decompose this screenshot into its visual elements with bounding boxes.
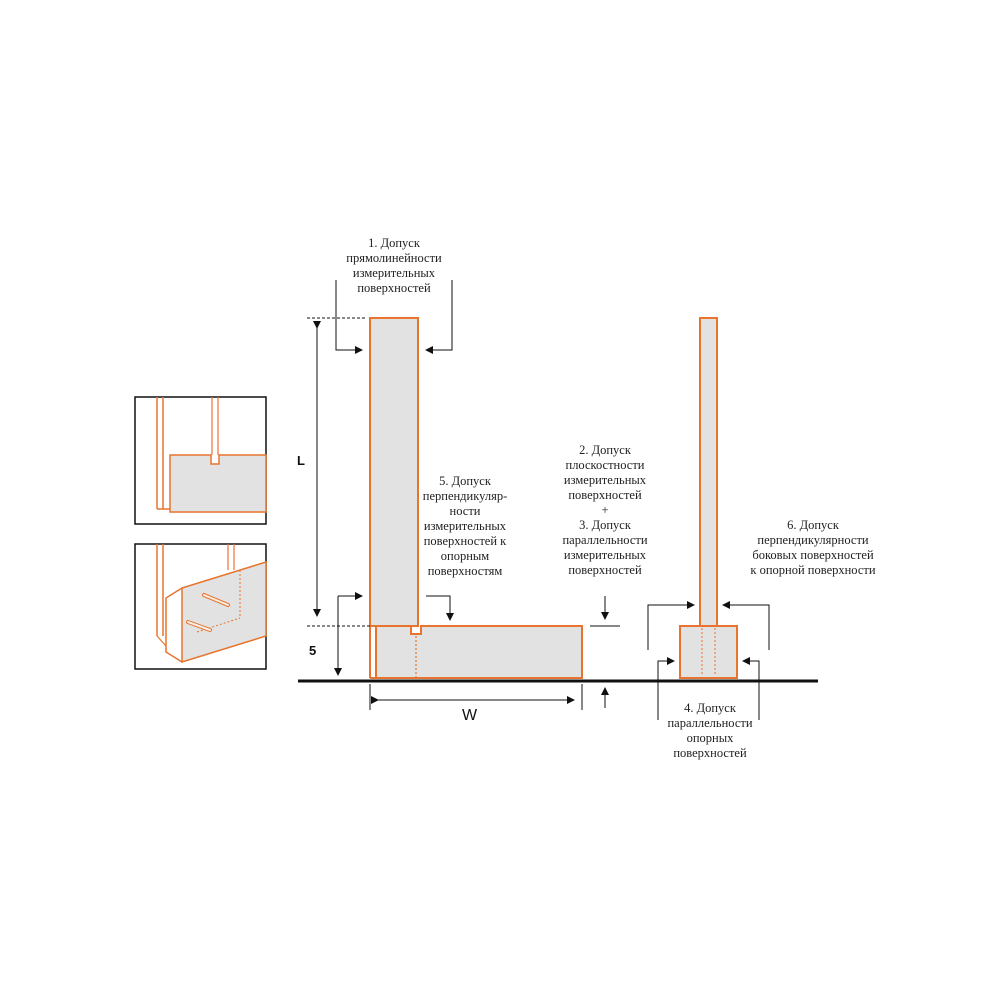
inset-slot-detail — [134, 396, 267, 525]
label-line: поверхностям — [427, 564, 503, 578]
label-line: 4. Допуск — [684, 701, 736, 715]
dimension-five — [334, 592, 363, 676]
label-line: поверхностей — [673, 746, 747, 760]
dimension-five-label: 5 — [309, 643, 317, 658]
label-line: измерительных — [563, 548, 647, 562]
square-front-view — [369, 317, 583, 679]
label-line: + — [601, 503, 609, 517]
dimension-w — [369, 684, 583, 710]
callout-6-arrows — [647, 601, 770, 650]
dimension-l-label: L — [297, 453, 305, 468]
callout-5-arrow — [426, 595, 454, 621]
label-line: поверхностей — [568, 563, 642, 577]
label-line: ности — [449, 504, 481, 518]
label-line: измерительных — [563, 473, 647, 487]
label-line: поверхностей к — [423, 534, 507, 548]
label-line: опорным — [440, 549, 490, 563]
dimension-w-label: W — [462, 707, 478, 724]
callout-1-arrows — [335, 280, 453, 354]
label-line: боковых поверхностей — [752, 548, 874, 562]
label-line: плоскостности — [565, 458, 645, 472]
callout-4-arrows — [657, 657, 760, 720]
inset-pin-detail — [134, 543, 267, 670]
label-line: прямолинейности — [346, 251, 442, 265]
callout-2-3-arrows — [590, 596, 620, 708]
label-line: 2. Допуск — [579, 443, 631, 457]
label-line: поверхностей — [568, 488, 642, 502]
label-line: опорных — [686, 731, 734, 745]
label-line: измерительных — [423, 519, 507, 533]
label-line: поверхностей — [357, 281, 431, 295]
label-line: параллельности — [562, 533, 648, 547]
label-line: перпендикулярности — [757, 533, 869, 547]
label-line: 1. Допуск — [368, 236, 420, 250]
label-line: измерительных — [352, 266, 436, 280]
label-line: параллельности — [667, 716, 753, 730]
dimension-l — [307, 317, 370, 627]
label-line: 3. Допуск — [579, 518, 631, 532]
square-side-view — [679, 317, 738, 679]
label-line: 6. Допуск — [787, 518, 839, 532]
label-line: перпендикуляр- — [422, 489, 508, 503]
label-line: 5. Допуск — [439, 474, 491, 488]
label-line: к опорной поверхности — [750, 563, 876, 577]
